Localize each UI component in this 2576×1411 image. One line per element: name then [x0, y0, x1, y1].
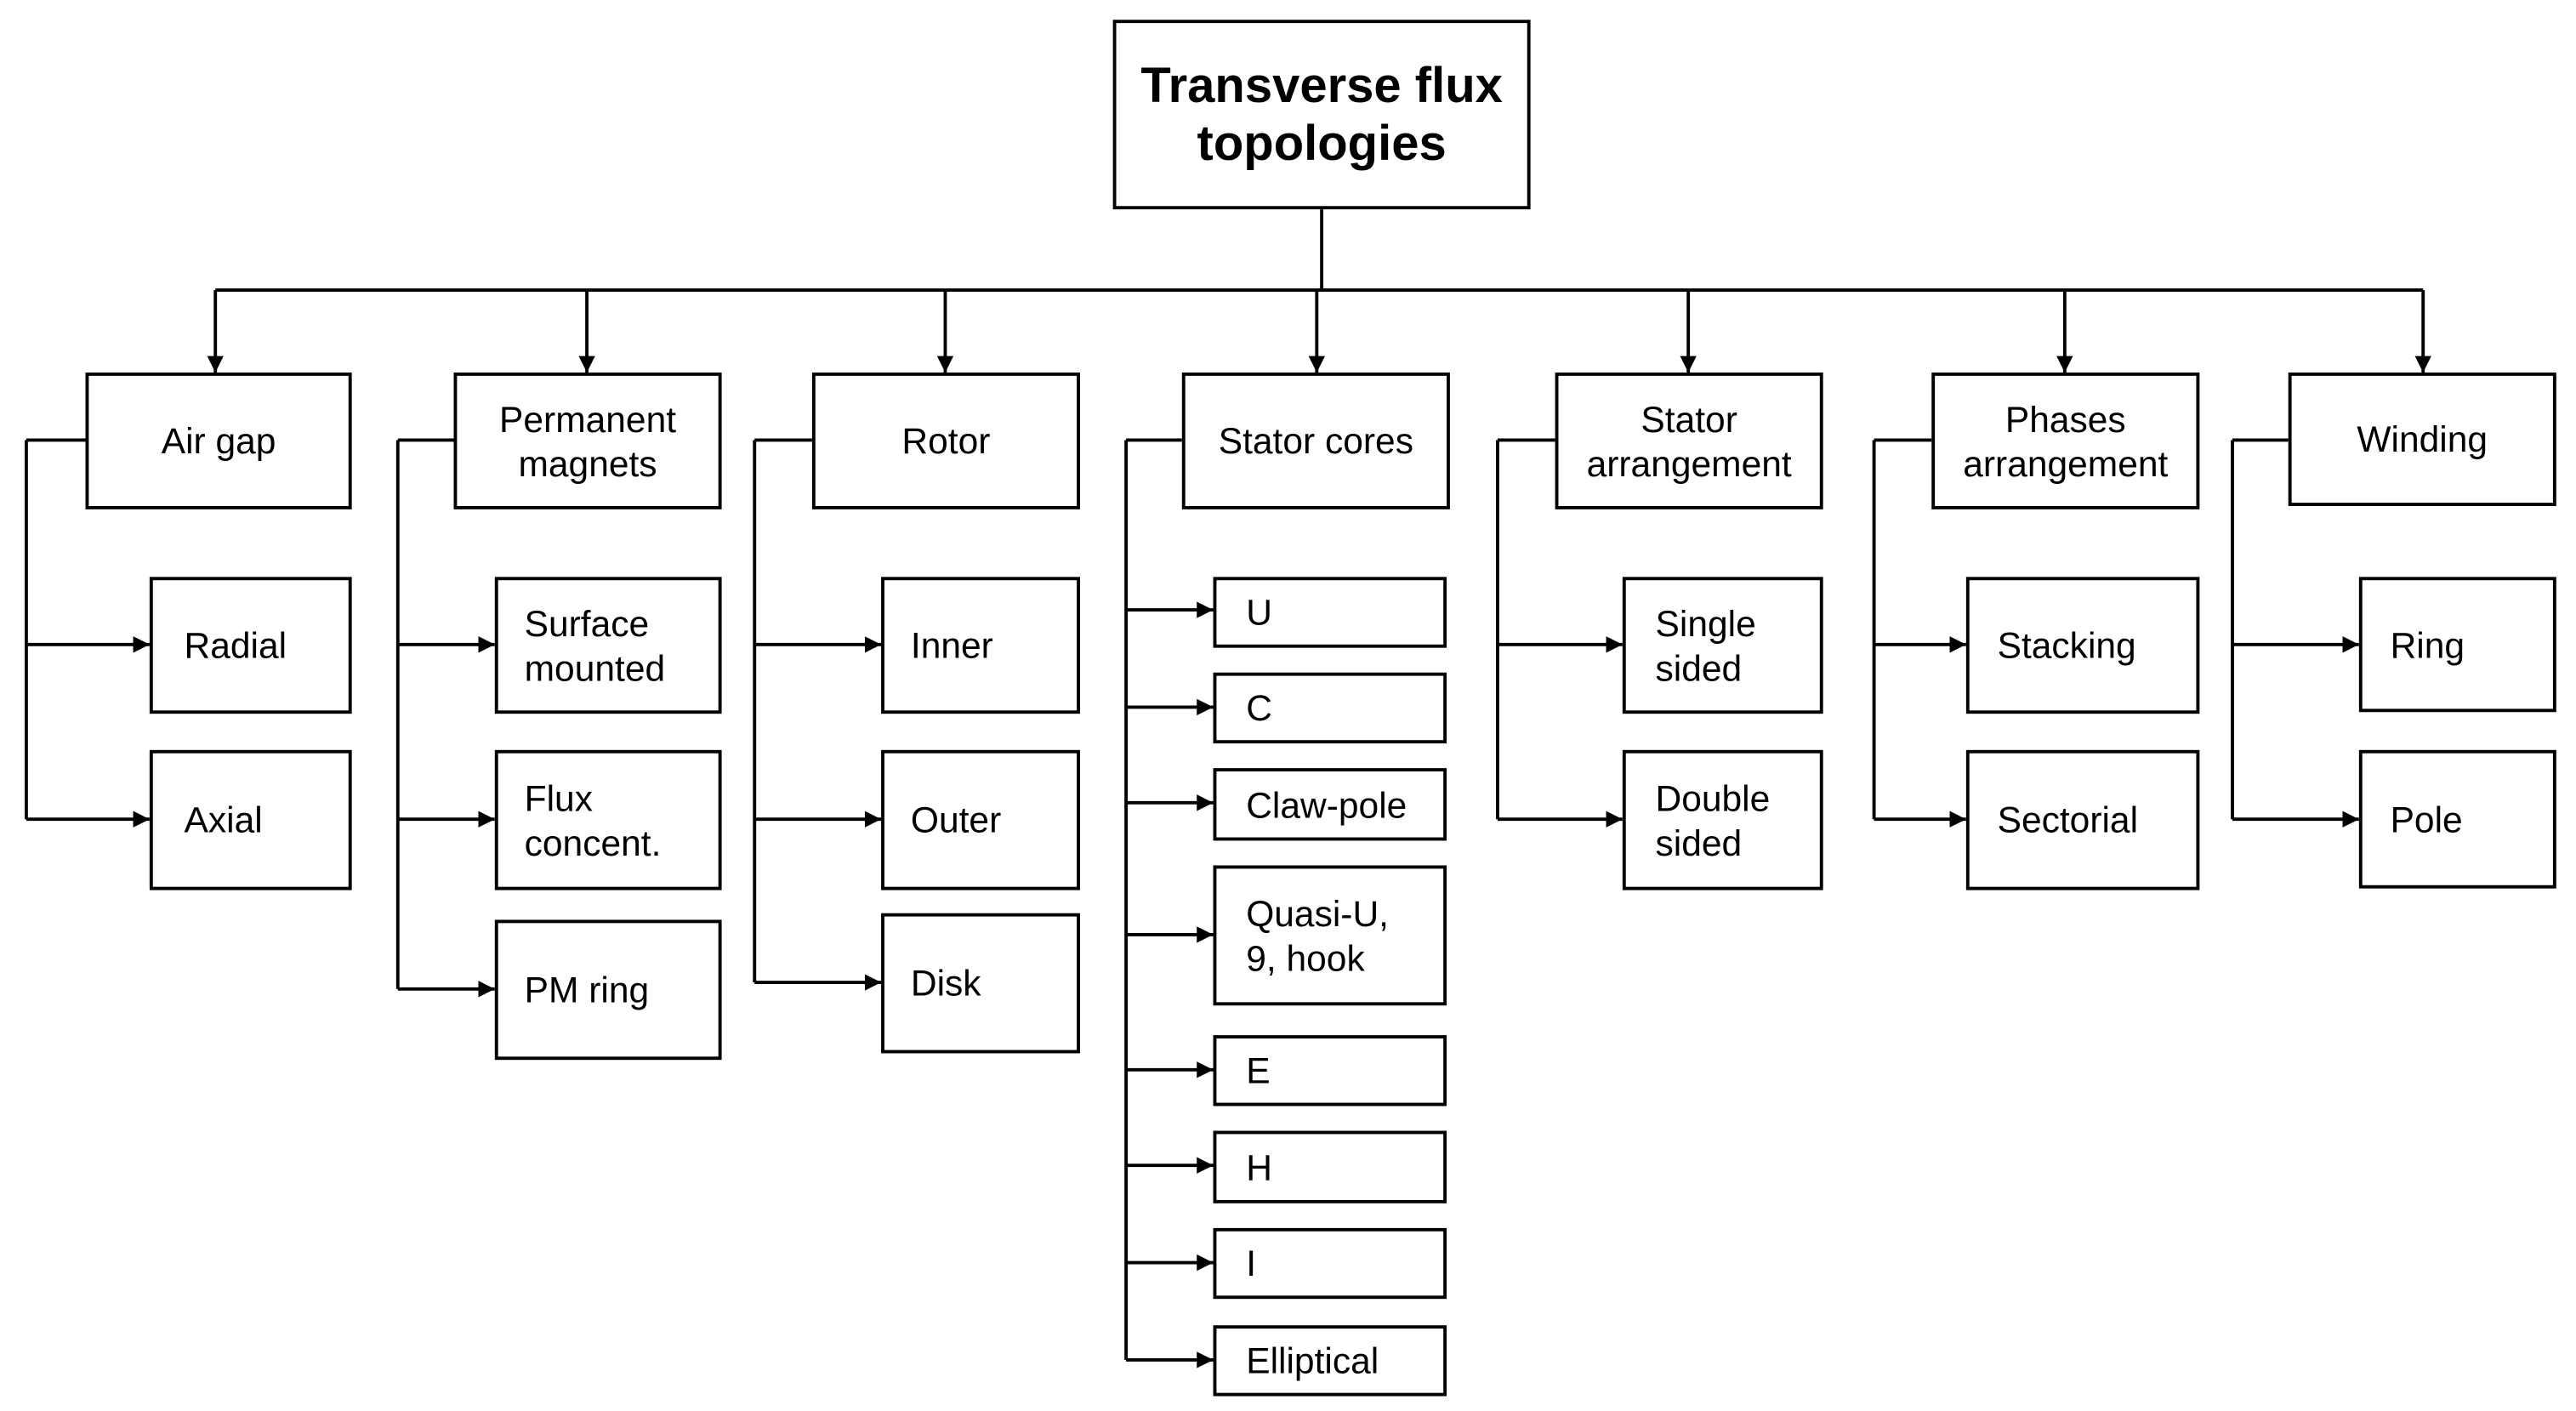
- leaf-pole: Pole: [2358, 749, 2556, 889]
- leaf-c: C: [1213, 672, 1447, 744]
- leaf-sectorial: Sectorial: [1965, 749, 2200, 890]
- category-label: Stator cores: [1218, 420, 1413, 462]
- category-air-gap: Air gap: [85, 373, 352, 509]
- leaf-disk: Disk: [881, 913, 1080, 1054]
- leaf-radial: Radial: [149, 577, 352, 714]
- category-permanent-magnets: Permanent magnets: [453, 373, 722, 509]
- leaf-e: E: [1213, 1035, 1447, 1107]
- leaf-ring: Ring: [2358, 577, 2556, 713]
- category-label: Stator arrangement: [1586, 398, 1792, 484]
- leaf-outer: Outer: [881, 749, 1080, 890]
- category-label: Winding: [2357, 418, 2488, 460]
- category-label: Air gap: [161, 420, 276, 462]
- category-label: Phases arrangement: [1963, 398, 2169, 484]
- category-label: Rotor: [901, 420, 991, 462]
- leaf-pm-ring: PM ring: [494, 919, 722, 1061]
- leaf-h: H: [1213, 1130, 1447, 1203]
- leaf-stacking: Stacking: [1965, 577, 2200, 714]
- leaf-u: U: [1213, 577, 1447, 648]
- leaf-axial: Axial: [149, 749, 352, 890]
- category-label: Permanent magnets: [499, 398, 677, 484]
- category-phases-arrangement: Phases arrangement: [1931, 373, 2200, 509]
- leaf-i: I: [1213, 1227, 1447, 1300]
- leaf-quasi-u: Quasi-U, 9, hook: [1213, 865, 1447, 1006]
- leaf-inner: Inner: [881, 577, 1080, 714]
- leaf-double-sided: Double sided: [1622, 749, 1823, 890]
- root-label: Transverse flux topologies: [1140, 58, 1503, 171]
- leaf-flux-concent: Flux concent.: [494, 749, 722, 890]
- root-node: Transverse flux topologies: [1112, 20, 1531, 210]
- category-winding: Winding: [2288, 373, 2556, 506]
- leaf-elliptical: Elliptical: [1213, 1325, 1447, 1397]
- leaf-single-sided: Single sided: [1622, 577, 1823, 714]
- category-stator-arrangement: Stator arrangement: [1555, 373, 1823, 509]
- category-rotor: Rotor: [811, 373, 1080, 509]
- leaf-surface-mounted: Surface mounted: [494, 577, 722, 714]
- leaf-claw-pole: Claw-pole: [1213, 768, 1447, 841]
- category-stator-cores: Stator cores: [1181, 373, 1450, 509]
